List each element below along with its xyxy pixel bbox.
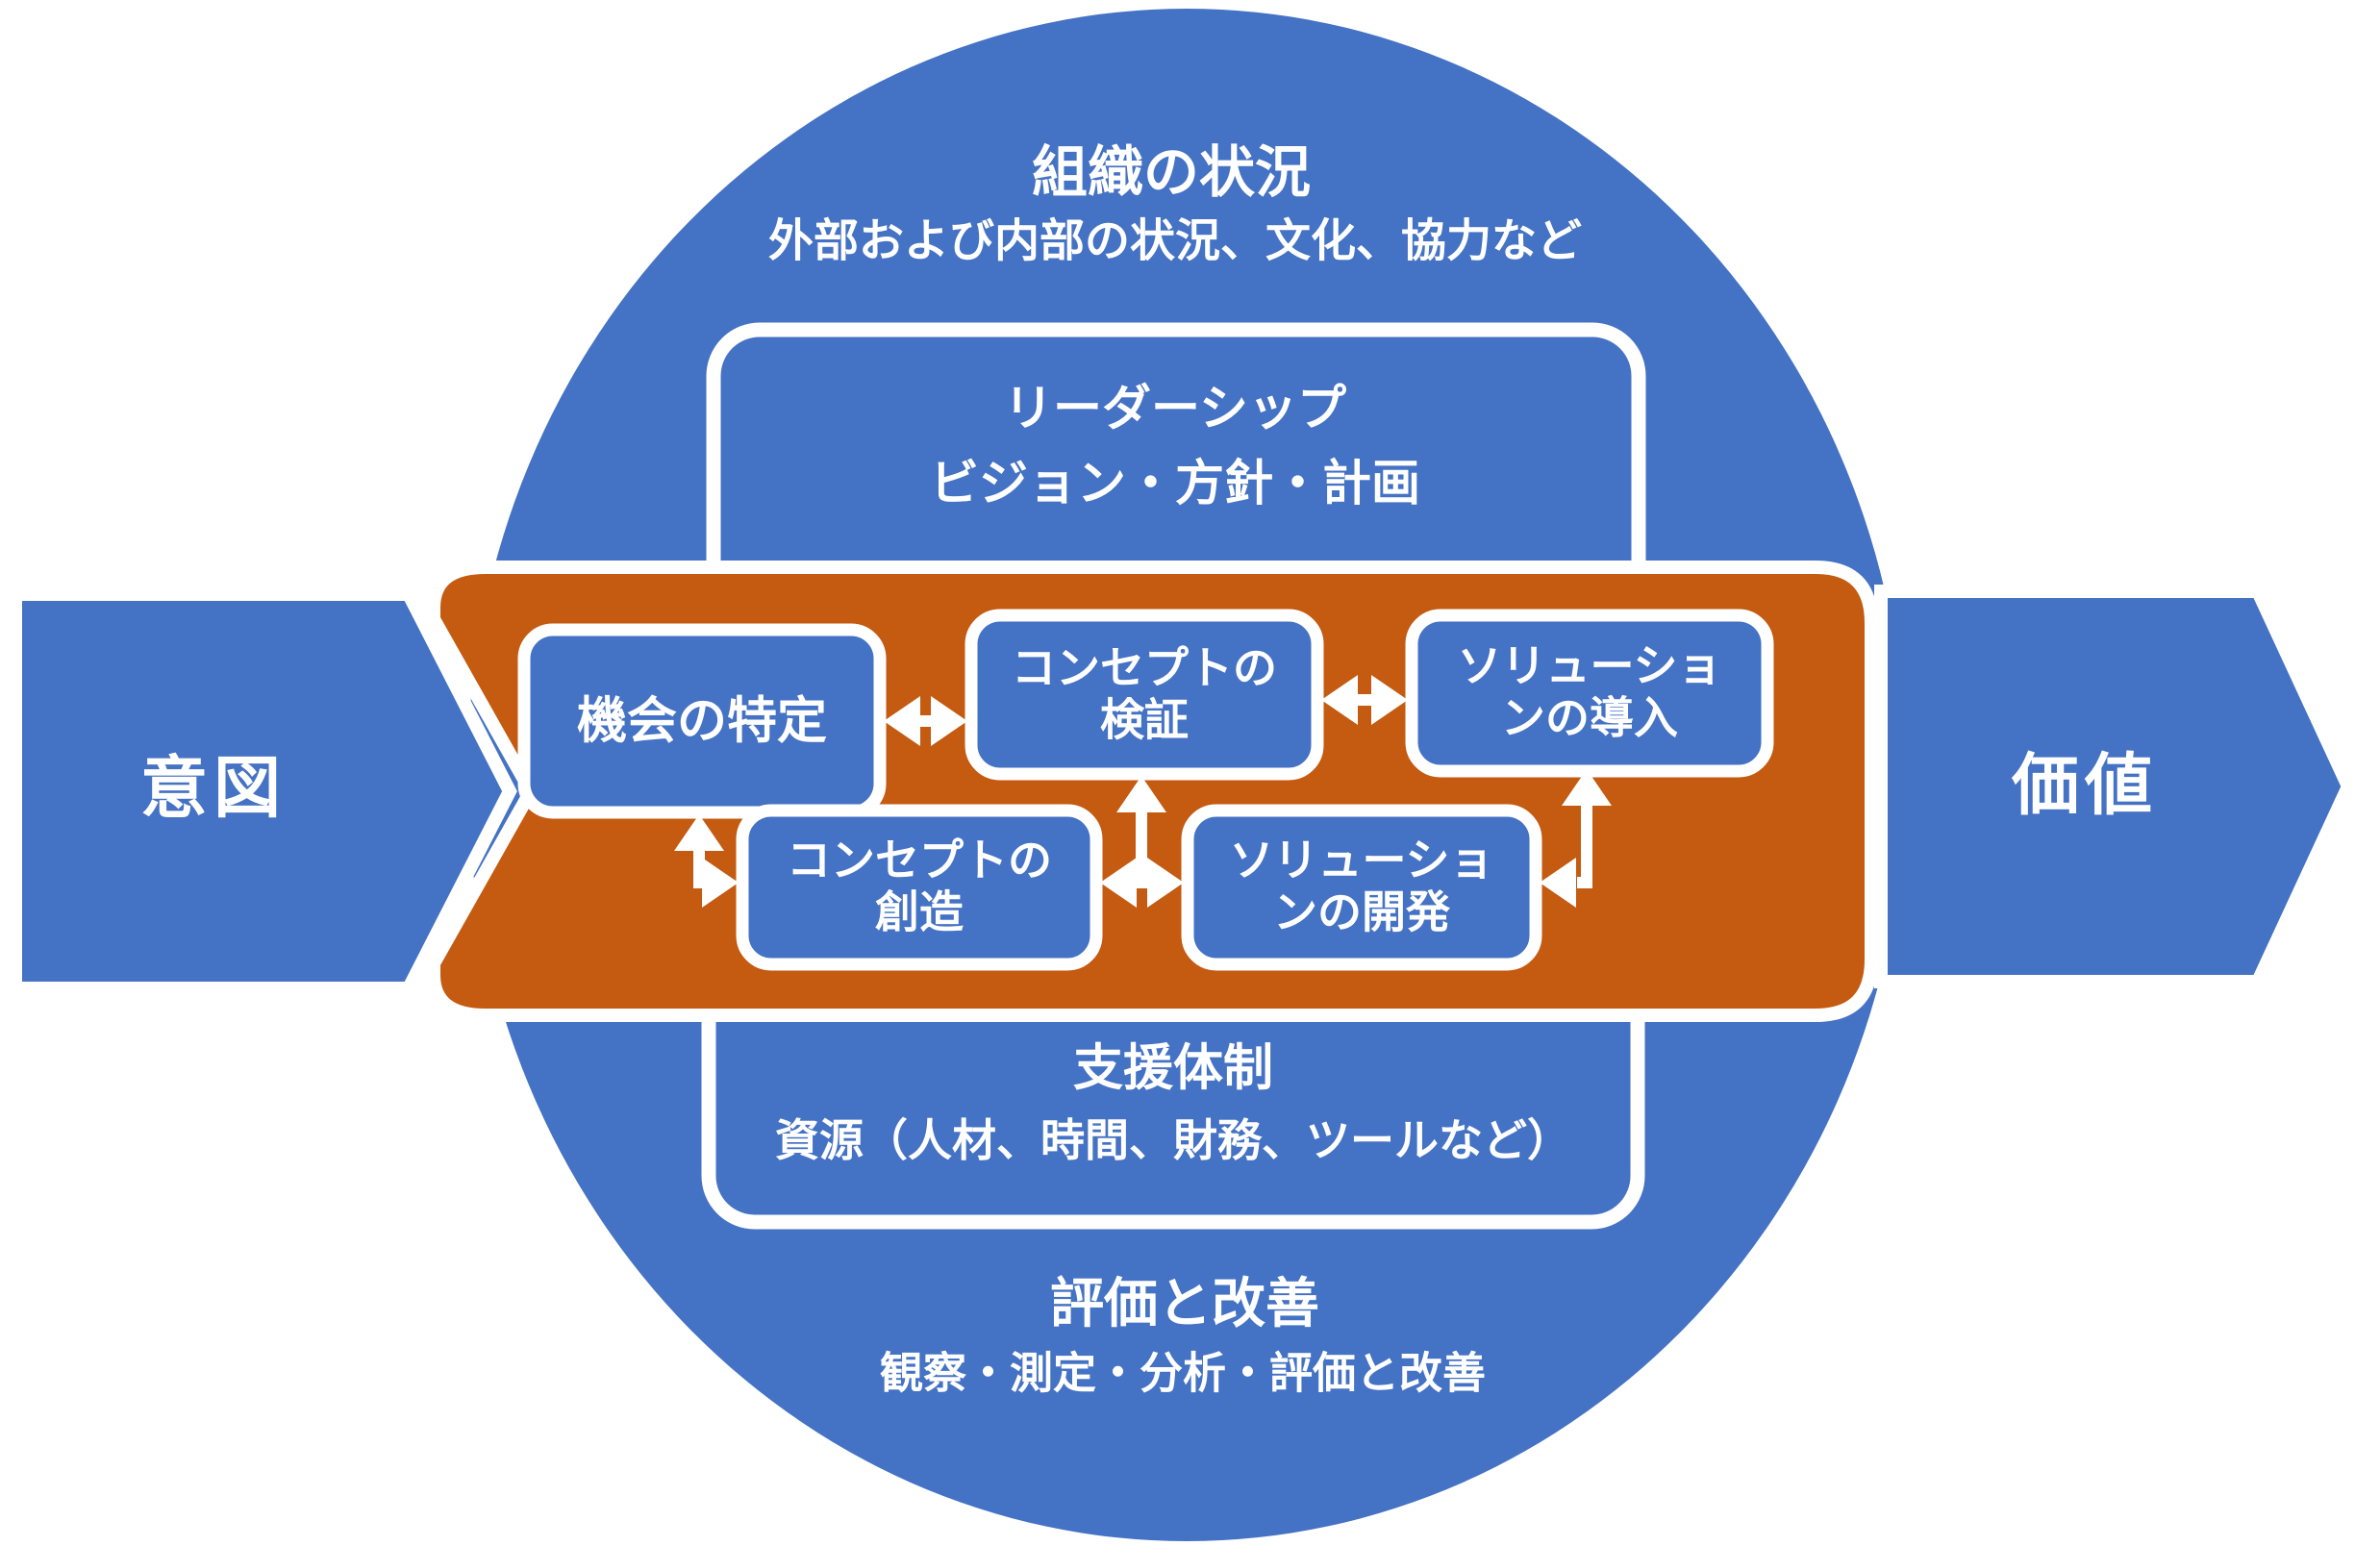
process-box-opportunity [517,623,887,819]
arrow-opportunity-validation [884,696,967,746]
process-label-development: ソリューショ ンの開発 [1229,835,1494,937]
arrow-development-deployment [1540,769,1612,908]
intent-arrow [9,587,517,995]
evaluation-subtitle: 観察・測定・分析・評価と改善 [879,1348,1487,1398]
arrow-creation-development [1100,776,1184,908]
support-subtitle: 資源（人材、時間、財務、ツールなど） [775,1114,1571,1165]
process-box-validation [965,609,1324,781]
context-subtitle: 外部および内部の状況、文化、協力など [768,214,1582,266]
support-title: 支援体制 [1072,1040,1274,1097]
process-box-deployment [1405,609,1774,778]
process-label-validation: コンセプトの 検証 [1012,642,1277,745]
process-box-development [1181,804,1542,971]
value-label: 価値 [2012,747,2158,823]
process-label-creation: コンセプトの 創造 [787,835,1052,937]
process-label-deployment: ソリューショ ンの導入 [1457,640,1722,743]
arrow-opportunity-creation [674,814,739,908]
value-arrow [1874,585,2356,988]
leadership-subtitle: ビジョン・方針・計画 [929,455,1421,511]
process-label-opportunity: 機会の特定 [576,693,828,750]
context-title: 組織の状況 [1031,140,1312,204]
process-box-creation [736,804,1103,971]
evaluation-title: 評価と改善 [1050,1272,1319,1334]
arrow-validation-deployment [1321,675,1408,725]
intent-label: 意図 [140,750,287,826]
leadership-title: リーダーシップ [1004,380,1346,436]
